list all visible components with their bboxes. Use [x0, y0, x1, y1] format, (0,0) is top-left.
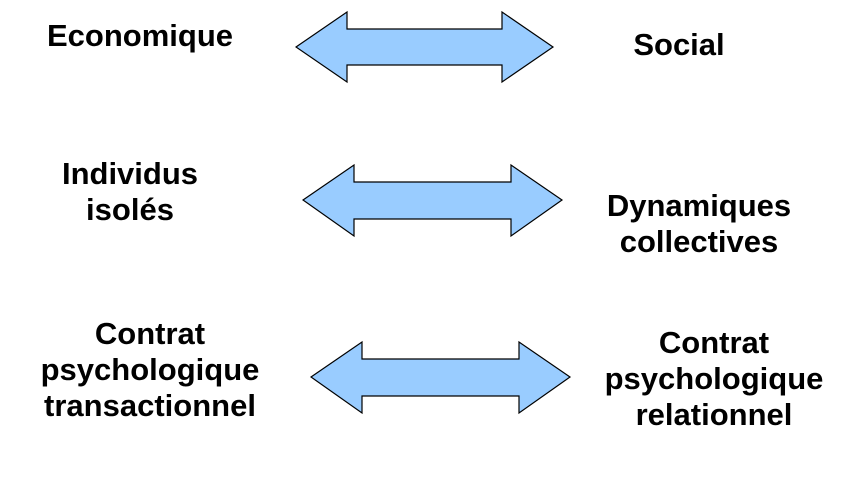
double-arrow-icon [302, 163, 564, 238]
row-2-left-line-1: Individus [61, 156, 199, 191]
row-1-double-arrow [295, 10, 555, 84]
row-3-right-label: Contrat psychologique relationnel [584, 325, 844, 433]
row-3-left-line-1: Contrat [94, 316, 206, 351]
row-2-right-label: Dynamiques collectives [585, 188, 813, 260]
double-arrow-icon [310, 340, 572, 415]
row-3-left-line-3: transactionnel [44, 388, 256, 423]
row-1-left-label: Economique [37, 18, 243, 54]
row-3-right-line-3: relationnel [635, 397, 793, 432]
row-2-double-arrow [302, 163, 564, 238]
double-arrow-icon [295, 10, 555, 84]
row-3-left-label: Contrat psychologique transactionnel [20, 316, 280, 424]
row-2-right-line-2: collectives [619, 224, 779, 259]
row-1-left-line-1: Economique [46, 18, 233, 53]
row-1-right-line-1: Social [633, 27, 725, 62]
row-3-right-line-1: Contrat [658, 325, 770, 360]
row-2-left-label: Individus isolés [40, 156, 220, 228]
row-3-double-arrow [310, 340, 572, 415]
row-2-left-line-2: isolés [86, 192, 174, 227]
row-3-right-line-2: psychologique [604, 361, 824, 396]
row-1-right-label: Social [600, 27, 758, 63]
row-3-left-line-2: psychologique [40, 352, 260, 387]
row-2-right-line-1: Dynamiques [606, 188, 792, 223]
